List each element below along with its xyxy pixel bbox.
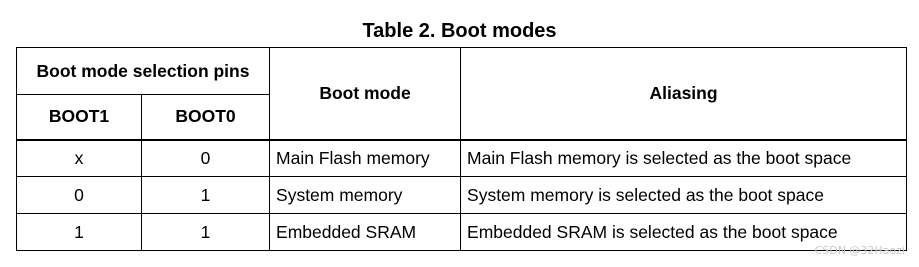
header-boot-mode: Boot mode — [269, 47, 462, 141]
cell-aliasing: Main Flash memory is selected as the boo… — [460, 139, 908, 177]
cell-aliasing: System memory is selected as the boot sp… — [460, 176, 908, 214]
boot-modes-table: Boot mode selection pins Boot mode Alias… — [15, 47, 908, 251]
header-boot0: BOOT0 — [140, 94, 271, 141]
table-title: Table 2. Boot modes — [362, 20, 557, 42]
cell-boot0: 1 — [140, 213, 271, 251]
cell-boot1: 0 — [16, 176, 142, 214]
header-aliasing: Aliasing — [460, 47, 908, 141]
table-row: 1 1 Embedded SRAM Embedded SRAM is selec… — [16, 213, 908, 251]
header-row-sub: BOOT1 BOOT0 — [16, 94, 907, 141]
header-boot-mode-selection-pins: Boot mode selection pins — [15, 47, 271, 95]
header-row-top: Boot mode selection pins Boot mode Alias… — [15, 47, 908, 141]
cell-boot1: x — [16, 139, 142, 177]
table-row: x 0 Main Flash memory Main Flash memory … — [16, 139, 908, 177]
cell-boot0: 0 — [140, 139, 271, 177]
cell-boot0: 1 — [140, 176, 271, 214]
cell-boot-mode: Embedded SRAM — [269, 213, 462, 251]
header-boot1: BOOT1 — [16, 94, 142, 141]
cell-boot-mode: Main Flash memory — [269, 139, 462, 177]
watermark-text: CSDN @32Haozi — [814, 244, 905, 257]
table-row: 0 1 System memory System memory is selec… — [16, 176, 908, 214]
cell-boot1: 1 — [16, 213, 142, 251]
cell-boot-mode: System memory — [269, 176, 462, 214]
cell-aliasing: Embedded SRAM is selected as the boot sp… — [460, 213, 908, 251]
